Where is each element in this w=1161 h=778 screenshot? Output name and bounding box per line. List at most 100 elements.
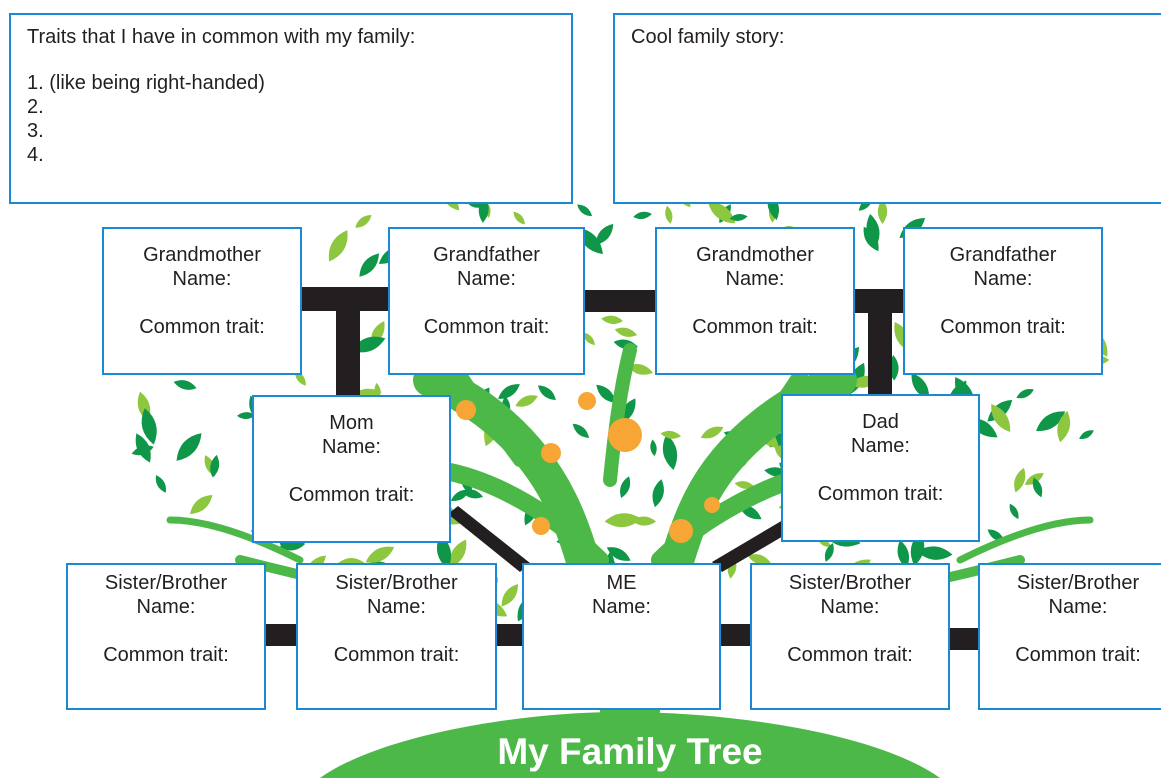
- leaf: [627, 364, 653, 375]
- member-name-label: Name:: [820, 596, 880, 618]
- grandfather-right-box[interactable]: Grandfather Name: Common trait:: [903, 227, 1103, 375]
- member-name-label: Name:: [136, 596, 196, 618]
- leaf: [662, 434, 678, 470]
- leaf: [660, 430, 682, 439]
- leaf: [131, 445, 154, 456]
- leaf: [173, 380, 197, 390]
- member-role: Sister/Brother: [1016, 572, 1140, 594]
- leaf: [236, 412, 256, 420]
- leaf: [911, 372, 930, 400]
- leaf: [1032, 477, 1043, 498]
- member-trait-label: Common trait:: [103, 644, 229, 666]
- member-name-label: Name:: [172, 268, 232, 290]
- leaf: [515, 395, 538, 407]
- sibling-box-2[interactable]: Sister/Brother Name: Common trait:: [296, 563, 497, 710]
- leaf: [650, 439, 657, 457]
- traits-box[interactable]: Traits that I have in common with my fam…: [9, 13, 573, 204]
- leaf: [734, 481, 755, 489]
- grandmother-right-box[interactable]: Grandmother Name: Common trait:: [655, 227, 855, 375]
- leaf: [620, 476, 631, 498]
- leaf: [991, 403, 1011, 433]
- traits-heading: Traits that I have in common with my fam…: [27, 26, 416, 48]
- leaf: [577, 204, 593, 217]
- member-trait-label: Common trait:: [692, 316, 818, 338]
- grandmother-left-box[interactable]: Grandmother Name: Common trait:: [102, 227, 302, 375]
- grandfather-left-box[interactable]: Grandfather Name: Common trait:: [388, 227, 585, 375]
- leaf: [1057, 410, 1071, 443]
- leaf: [596, 384, 616, 403]
- leaf: [1014, 467, 1026, 493]
- trait-item: 1. (like being right-handed): [27, 72, 265, 94]
- member-trait-label: Common trait:: [940, 316, 1066, 338]
- member-trait-label: Common trait:: [288, 484, 415, 506]
- member-trait-label: Common trait:: [139, 316, 265, 338]
- member-trait-label: Common trait:: [423, 316, 550, 338]
- leaf: [210, 454, 220, 478]
- leaf: [583, 332, 595, 346]
- leaf: [601, 315, 624, 324]
- sibling-box-4[interactable]: Sister/Brother Name: Common trait:: [978, 563, 1161, 710]
- page-title: My Family Tree: [497, 731, 763, 772]
- leaf: [176, 433, 202, 461]
- leaf: [572, 423, 590, 439]
- member-name-label: Name:: [367, 596, 426, 618]
- leaf: [355, 215, 372, 228]
- leaf: [359, 253, 380, 277]
- me-box[interactable]: ME Name:: [522, 563, 721, 710]
- leaf: [1079, 430, 1094, 440]
- leaf: [501, 584, 518, 607]
- family-story-heading: Cool family story:: [631, 26, 785, 48]
- leaf: [652, 479, 664, 508]
- leaf: [729, 214, 748, 221]
- trait-item: 3.: [27, 120, 44, 142]
- dad-box[interactable]: Dad Name: Common trait:: [781, 394, 980, 542]
- leaf: [1036, 411, 1066, 432]
- sibling-box-1[interactable]: Sister/Brother Name: Common trait:: [66, 563, 266, 710]
- trait-item: 2.: [27, 96, 44, 118]
- member-name-label: Name:: [725, 268, 785, 290]
- leaf: [747, 554, 772, 565]
- leaf: [1016, 388, 1034, 399]
- member-role: Dad: [862, 411, 899, 433]
- family-connectors: [264, 287, 980, 650]
- member-role: Grandmother: [696, 244, 814, 266]
- member-name-label: Name:: [457, 268, 516, 290]
- leaf: [665, 205, 673, 224]
- trait-item: 4.: [27, 144, 44, 166]
- traits-list: 1. (like being right-handed) 2. 3. 4.: [27, 71, 555, 167]
- member-role: Grandfather: [433, 244, 540, 266]
- leaf: [824, 543, 834, 562]
- member-name-label: Name:: [851, 435, 910, 457]
- leaf: [633, 211, 652, 220]
- member-trait-label: Common trait:: [333, 644, 460, 666]
- leaf: [631, 516, 657, 526]
- member-role: ME: [606, 572, 637, 594]
- family-story-box[interactable]: Cool family story:: [613, 13, 1161, 204]
- leaf: [700, 426, 724, 439]
- member-trait-label: Common trait:: [817, 483, 944, 505]
- member-role: Grandmother: [143, 244, 261, 266]
- leaf: [328, 230, 348, 262]
- leaf: [155, 475, 167, 493]
- leaf: [537, 385, 556, 400]
- leaf: [877, 199, 888, 224]
- leaf: [606, 547, 631, 561]
- leaf: [866, 213, 880, 247]
- member-trait-label: Common trait:: [787, 644, 913, 666]
- leaf: [897, 540, 910, 569]
- member-role: Grandfather: [949, 244, 1057, 266]
- leaf: [279, 540, 306, 551]
- leaf: [450, 489, 470, 502]
- sibling-box-3[interactable]: Sister/Brother Name: Common trait:: [750, 563, 950, 710]
- mom-box[interactable]: Mom Name: Common trait:: [252, 395, 451, 543]
- member-name-label: Name:: [973, 268, 1033, 290]
- leaf: [916, 546, 953, 560]
- leaf: [498, 384, 520, 399]
- leaf: [141, 408, 157, 445]
- member-role: Mom: [329, 412, 374, 434]
- member-trait-label: Common trait:: [1015, 644, 1141, 666]
- leaf: [513, 211, 525, 225]
- leaf: [604, 513, 642, 528]
- leaf: [1009, 503, 1019, 520]
- leaf: [365, 546, 395, 563]
